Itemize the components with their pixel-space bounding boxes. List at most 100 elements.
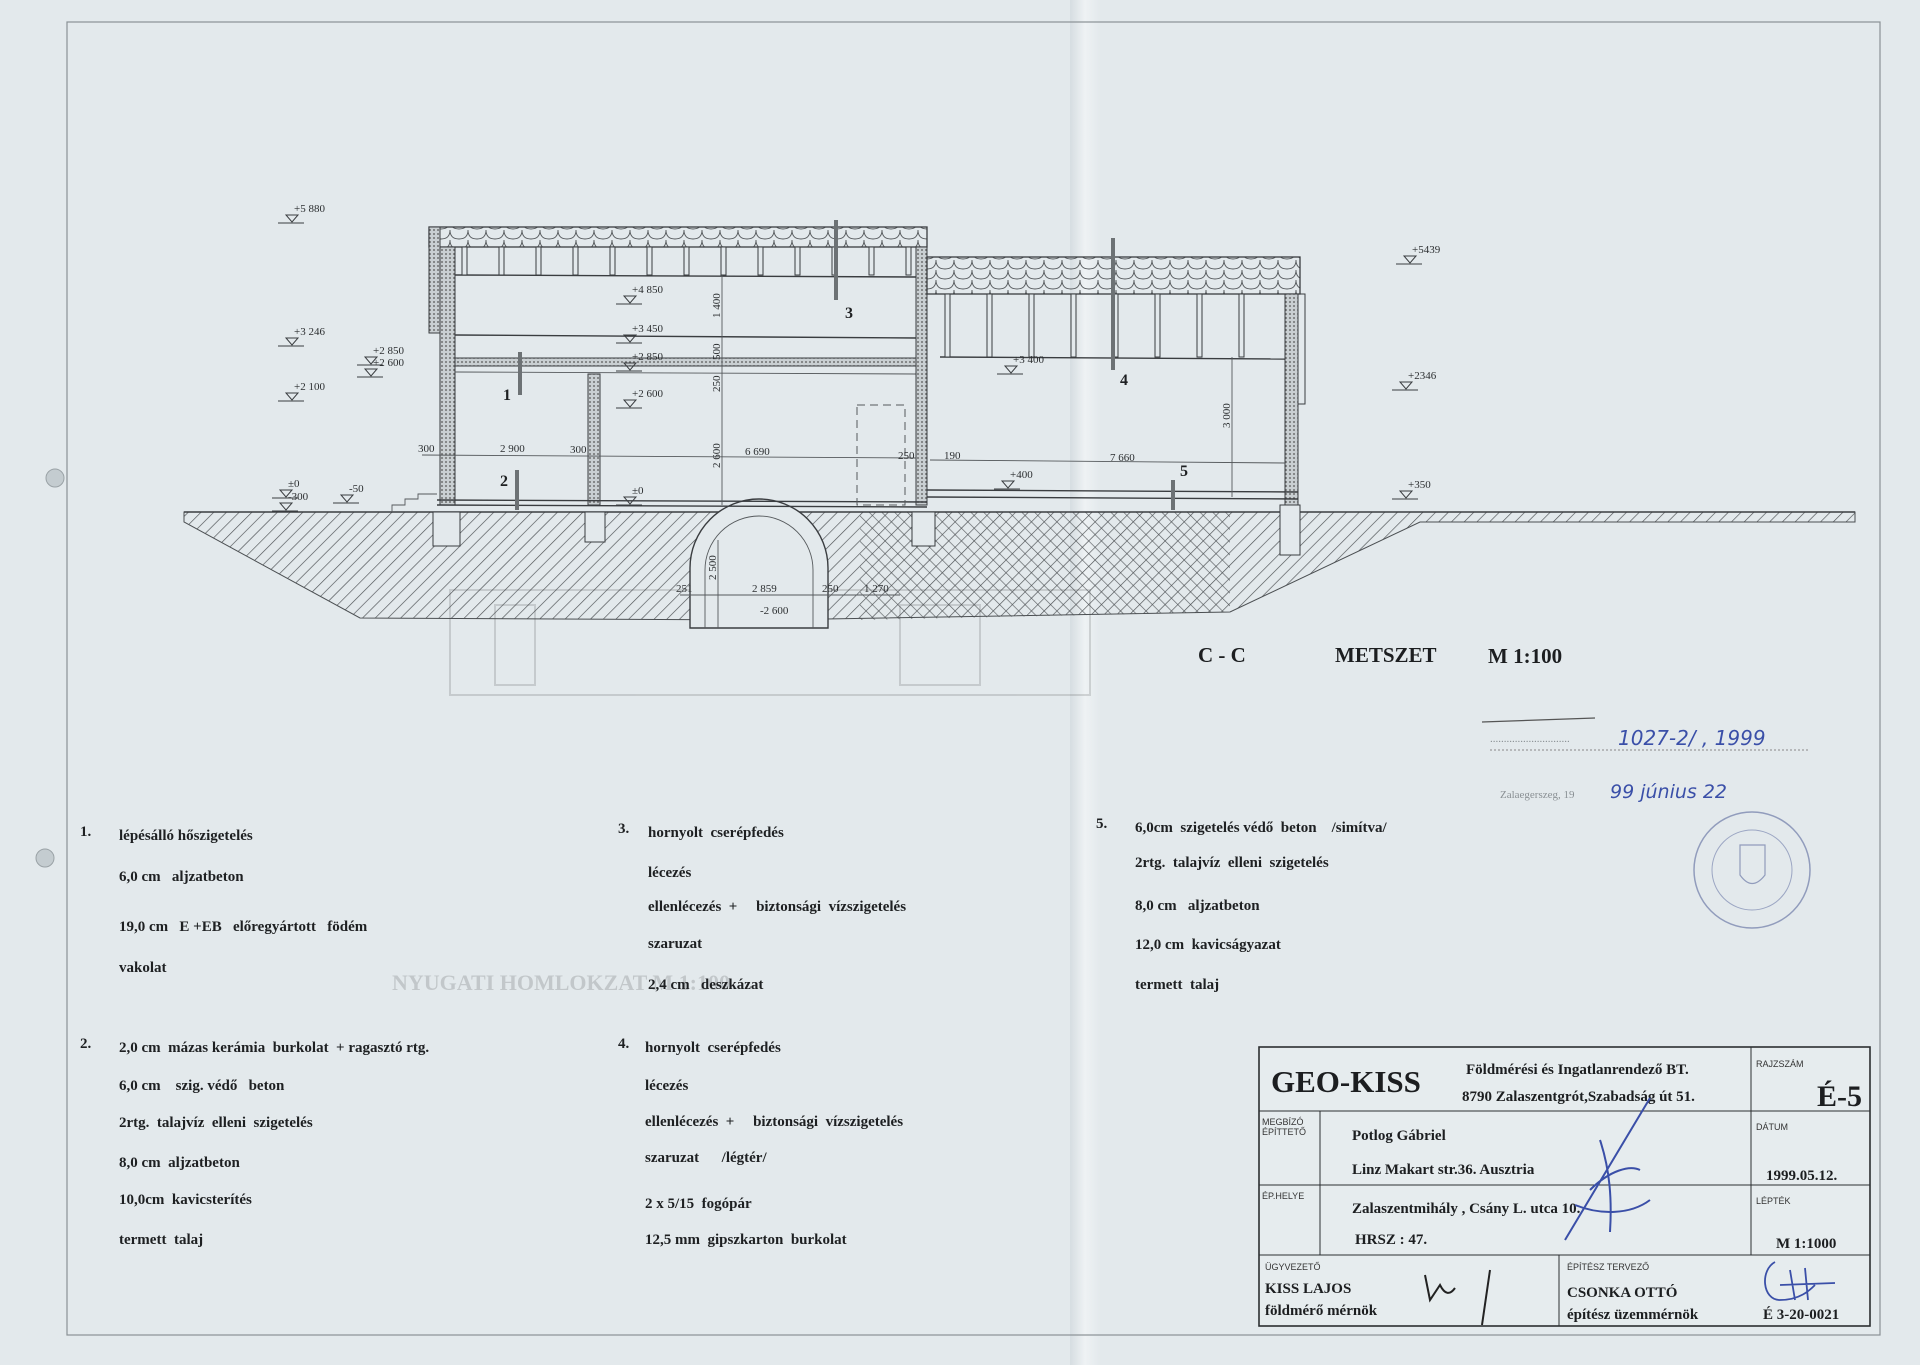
level-value: +2 850 bbox=[632, 351, 663, 363]
level-value: +3 246 bbox=[294, 326, 325, 338]
level-marker: +2 600 bbox=[357, 357, 404, 378]
note-line: 2rtg. talajvíz elleni szigetelés bbox=[1135, 855, 1329, 871]
level-value: +2 100 bbox=[294, 381, 325, 393]
section-label: METSZET bbox=[1335, 643, 1437, 667]
scale-value: M 1:1000 bbox=[1776, 1236, 1836, 1252]
rafter bbox=[720, 246, 727, 276]
dimension-label: 2 859 bbox=[752, 583, 777, 595]
dimension-label: 250 bbox=[898, 450, 915, 462]
note-line: szaruzat /légtér/ bbox=[645, 1150, 767, 1166]
dimension-label: 7 660 bbox=[1110, 452, 1135, 464]
note-line: lépésálló hőszigetelés bbox=[119, 828, 253, 844]
rafter bbox=[1028, 293, 1035, 358]
level-marker: +350 bbox=[1392, 479, 1431, 500]
rafter bbox=[794, 246, 801, 276]
architect-name: CSONKA OTTÓ bbox=[1567, 1284, 1677, 1301]
rafter bbox=[986, 293, 993, 358]
rafter bbox=[905, 246, 912, 276]
level-marker: +2 100 bbox=[278, 381, 325, 402]
level-value: +3 450 bbox=[632, 323, 663, 335]
level-marker: ±0 bbox=[272, 478, 300, 499]
dimension-label: 300 bbox=[418, 443, 435, 455]
title-block: GEO-KISS Földmérési és Ingatlanrendező B… bbox=[1258, 1046, 1871, 1327]
paper-fold bbox=[1070, 0, 1100, 1365]
site-label: ÉP.HELYE bbox=[1262, 1191, 1304, 1201]
sheet-frame bbox=[66, 21, 1881, 1336]
note-line: 8,0 cm aljzatbeton bbox=[1135, 898, 1260, 914]
rafter bbox=[944, 293, 951, 358]
layer-note: 2.2,0 cm mázas kerámia burkolat + ragasz… bbox=[80, 1036, 429, 1248]
client-signature bbox=[1564, 1097, 1651, 1241]
company-name: GEO-KISS bbox=[1271, 1064, 1421, 1099]
company-description: Földmérési és Ingatlanrendező BT. bbox=[1466, 1062, 1689, 1078]
note-line: 6,0cm szigetelés védő beton /simítva/ bbox=[1135, 820, 1387, 836]
level-value: +2 850 bbox=[373, 345, 404, 357]
level-marker: +3 400 bbox=[997, 354, 1044, 375]
level-value: ±0 bbox=[632, 485, 644, 497]
note-line: hornyolt cserépfedés bbox=[648, 825, 784, 841]
note-line: 2rtg. talajvíz elleni szigetelés bbox=[119, 1115, 313, 1131]
level-marker: +3 246 bbox=[278, 326, 325, 347]
note-line: termett talaj bbox=[1135, 977, 1219, 993]
rafter bbox=[1196, 293, 1203, 358]
layer-number: 3 bbox=[845, 305, 853, 322]
rafter bbox=[498, 246, 505, 276]
note-line: 12,0 cm kavicságyazat bbox=[1135, 937, 1281, 953]
approval-stamp: ............................. 1027-2/ , … bbox=[1481, 717, 1811, 929]
level-marker: ±0 bbox=[616, 485, 644, 506]
architect-title: építész üzemmérnök bbox=[1567, 1307, 1699, 1323]
layer-note: 4.hornyolt cserépfedéslécezésellenlécezé… bbox=[618, 1036, 903, 1248]
section-markers bbox=[515, 220, 1175, 510]
level-value: +5 880 bbox=[294, 203, 325, 215]
dimension-label: 250 bbox=[711, 375, 723, 392]
level-marker: +5439 bbox=[1396, 244, 1441, 265]
layer-number: 5 bbox=[1180, 463, 1188, 480]
company-address: 8790 Zalaszentgrót,Szabadság út 51. bbox=[1462, 1089, 1695, 1105]
note-number: 1. bbox=[80, 824, 92, 840]
level-value: +4 850 bbox=[632, 284, 663, 296]
level-value: +2346 bbox=[1408, 370, 1437, 382]
note-line: 12,5 mm gipszkarton burkolat bbox=[645, 1232, 847, 1248]
approval-date: 99 június 22 bbox=[1610, 781, 1727, 803]
note-line: 2,4 cm deszkázat bbox=[648, 977, 763, 993]
rafter bbox=[1154, 293, 1161, 358]
level-marker: -50 bbox=[333, 483, 364, 504]
architect-signature bbox=[1764, 1261, 1836, 1301]
rafter bbox=[1070, 293, 1077, 358]
level-marker: -300 bbox=[272, 491, 309, 512]
dimension-label: 2 600 bbox=[711, 443, 723, 468]
level-marker: +5 880 bbox=[278, 203, 325, 224]
rafter bbox=[757, 246, 764, 276]
dimension-label: -2 600 bbox=[760, 605, 789, 617]
layer-number: 2 bbox=[500, 473, 508, 490]
manager-title: földmérő mérnök bbox=[1265, 1303, 1378, 1319]
level-value: +2 600 bbox=[373, 357, 404, 369]
level-marker: +2 850 bbox=[616, 351, 663, 372]
punch-hole bbox=[35, 848, 55, 868]
rafter bbox=[646, 246, 653, 276]
note-line: 19,0 cm E +EB előregyártott födém bbox=[119, 919, 368, 935]
level-marker: +2 850 bbox=[357, 345, 404, 366]
dimension-label: 500 bbox=[711, 343, 723, 360]
level-value: ±0 bbox=[288, 478, 300, 490]
dimension-label: 300 bbox=[570, 444, 587, 456]
level-value: +400 bbox=[1010, 469, 1033, 481]
rafter bbox=[868, 246, 875, 276]
manager-name: KISS LAJOS bbox=[1265, 1281, 1351, 1297]
client-address: Linz Makart str.36. Ausztria bbox=[1352, 1162, 1535, 1178]
dimension-label: 251 bbox=[676, 583, 693, 595]
layer-number: 1 bbox=[503, 387, 511, 404]
note-line: ellenlécezés + biztonsági vízszigetelés bbox=[648, 899, 906, 915]
approval-place: Zalaegerszeg, 19 bbox=[1500, 789, 1575, 801]
level-marker: +3 450 bbox=[616, 323, 663, 344]
client-label: MEGBÍZÓ bbox=[1262, 1117, 1304, 1127]
client-name: Potlog Gábriel bbox=[1352, 1128, 1446, 1144]
layer-number: 4 bbox=[1120, 372, 1128, 389]
building-section-left bbox=[391, 226, 928, 512]
level-value: +5439 bbox=[1412, 244, 1441, 256]
note-line: szaruzat bbox=[648, 936, 702, 952]
dimension-label: 2 900 bbox=[500, 443, 525, 455]
note-line: vakolat bbox=[119, 960, 167, 976]
